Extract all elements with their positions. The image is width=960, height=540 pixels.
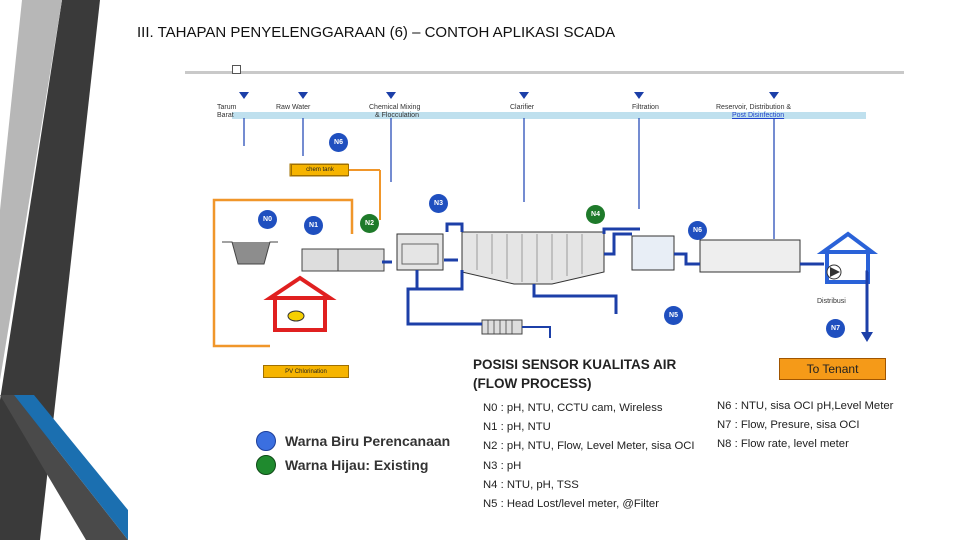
sensor-node-n1[interactable]: N1 xyxy=(304,216,323,235)
intake-basin xyxy=(222,241,278,265)
stage-label-line: Raw Water xyxy=(276,104,311,111)
stage-reservoir: Reservoir, Distribution & Post Disinfect… xyxy=(716,104,791,120)
sensor-desc-n7: N7 : Flow, Presure, sisa OCI xyxy=(717,419,860,431)
stage-label-line: Chemical Mixing xyxy=(369,104,421,111)
sensor-node-n3[interactable]: N3 xyxy=(429,194,448,213)
pv-chlorination-label: PV Chlorination xyxy=(263,365,349,378)
sensor-node-n2[interactable]: N2 xyxy=(360,214,379,233)
distribution-label: Distribusi xyxy=(817,298,846,305)
clarifier xyxy=(461,231,605,285)
chlorination-house-body xyxy=(273,296,327,332)
sensor-node-n5[interactable]: N5 xyxy=(664,306,683,325)
stage-bar xyxy=(232,112,866,119)
sensor-desc-n8: N8 : Flow rate, level meter xyxy=(717,438,849,450)
section-title-line: (FLOW PROCESS) xyxy=(473,376,592,391)
pipe-network xyxy=(382,222,869,332)
legend-blue: Warna Biru Perencanaan xyxy=(256,431,450,451)
sensor-desc-n1: N1 : pH, NTU xyxy=(483,421,551,433)
chlorination-house-roof xyxy=(263,275,337,300)
decorative-stripes xyxy=(0,0,128,540)
post-disinfection-link[interactable]: Post Disinfection xyxy=(732,112,785,119)
sensor-node-n0[interactable]: N0 xyxy=(258,210,277,229)
sensor-position-title: POSISI SENSOR KUALITAS AIR (FLOW PROCESS… xyxy=(473,355,676,393)
stage-raw-water: Raw Water xyxy=(276,104,310,112)
reservoir xyxy=(699,239,801,273)
slide-title: III. TAHAPAN PENYELENGGARAAN (6) – CONTO… xyxy=(137,24,616,41)
stage-filtration: Filtration xyxy=(632,104,659,112)
legend-text: Warna Hijau: Existing xyxy=(285,457,429,473)
stage-markers xyxy=(239,92,779,99)
legend-green: Warna Hijau: Existing xyxy=(256,455,428,475)
stage-label-line: Reservoir, Distribution & xyxy=(716,104,792,111)
sensor-node-n7[interactable]: N7 xyxy=(826,319,845,338)
orange-loop-left xyxy=(212,198,270,348)
window-corner-marker xyxy=(232,65,241,74)
sensor-desc-n0: N0 : pH, NTU, CCTU cam, Wireless xyxy=(483,402,663,414)
pump-house-roof xyxy=(816,231,878,254)
blue-dot-icon xyxy=(256,431,276,451)
stage-tarum-barat: Tarum Barat xyxy=(217,104,236,120)
to-tenant-box: To Tenant xyxy=(779,358,886,380)
stage-label-line: Tarum xyxy=(217,104,237,111)
stage-label-line: Filtration xyxy=(632,104,659,111)
window-top-bar xyxy=(185,71,904,74)
scada-process-diagram xyxy=(212,92,878,348)
sensor-node-n6-top[interactable]: N6 xyxy=(329,133,348,152)
stage-label-line: & Flocculation xyxy=(375,112,419,119)
sensor-desc-n3: N3 : pH xyxy=(483,460,522,472)
sensor-node-n6-right[interactable]: N6 xyxy=(688,221,707,240)
sensor-desc-n6: N6 : NTU, sisa OCI pH,Level Meter xyxy=(717,400,894,412)
stage-chemical-mixing: Chemical Mixing & Flocculation xyxy=(369,104,420,120)
sensor-desc-n2: N2 : pH, NTU, Flow, Level Meter, sisa OC… xyxy=(483,440,695,452)
chem-tank-label: chem tank xyxy=(291,164,349,176)
raw-water-tank-2 xyxy=(337,248,385,272)
mixing-tank xyxy=(396,233,444,271)
stage-label-line: Clarifier xyxy=(510,104,535,111)
orange-loop-right xyxy=(322,198,354,234)
stage-clarifier: Clarifier xyxy=(510,104,534,112)
sensor-desc-n5: N5 : Head Lost/level meter, @Filter xyxy=(483,498,659,510)
drop-lines xyxy=(243,118,775,239)
sensor-desc-n4: N4 : NTU, pH, TSS xyxy=(483,479,579,491)
pump-house-body xyxy=(825,250,870,284)
stage-label-line: Barat xyxy=(217,112,234,119)
raw-water-tank-1 xyxy=(301,248,341,272)
filter xyxy=(631,235,675,271)
sensor-node-n4[interactable]: N4 xyxy=(586,205,605,224)
legend-text: Warna Biru Perencanaan xyxy=(285,433,451,449)
section-title-line: POSISI SENSOR KUALITAS AIR xyxy=(473,357,677,372)
green-dot-icon xyxy=(256,455,276,475)
